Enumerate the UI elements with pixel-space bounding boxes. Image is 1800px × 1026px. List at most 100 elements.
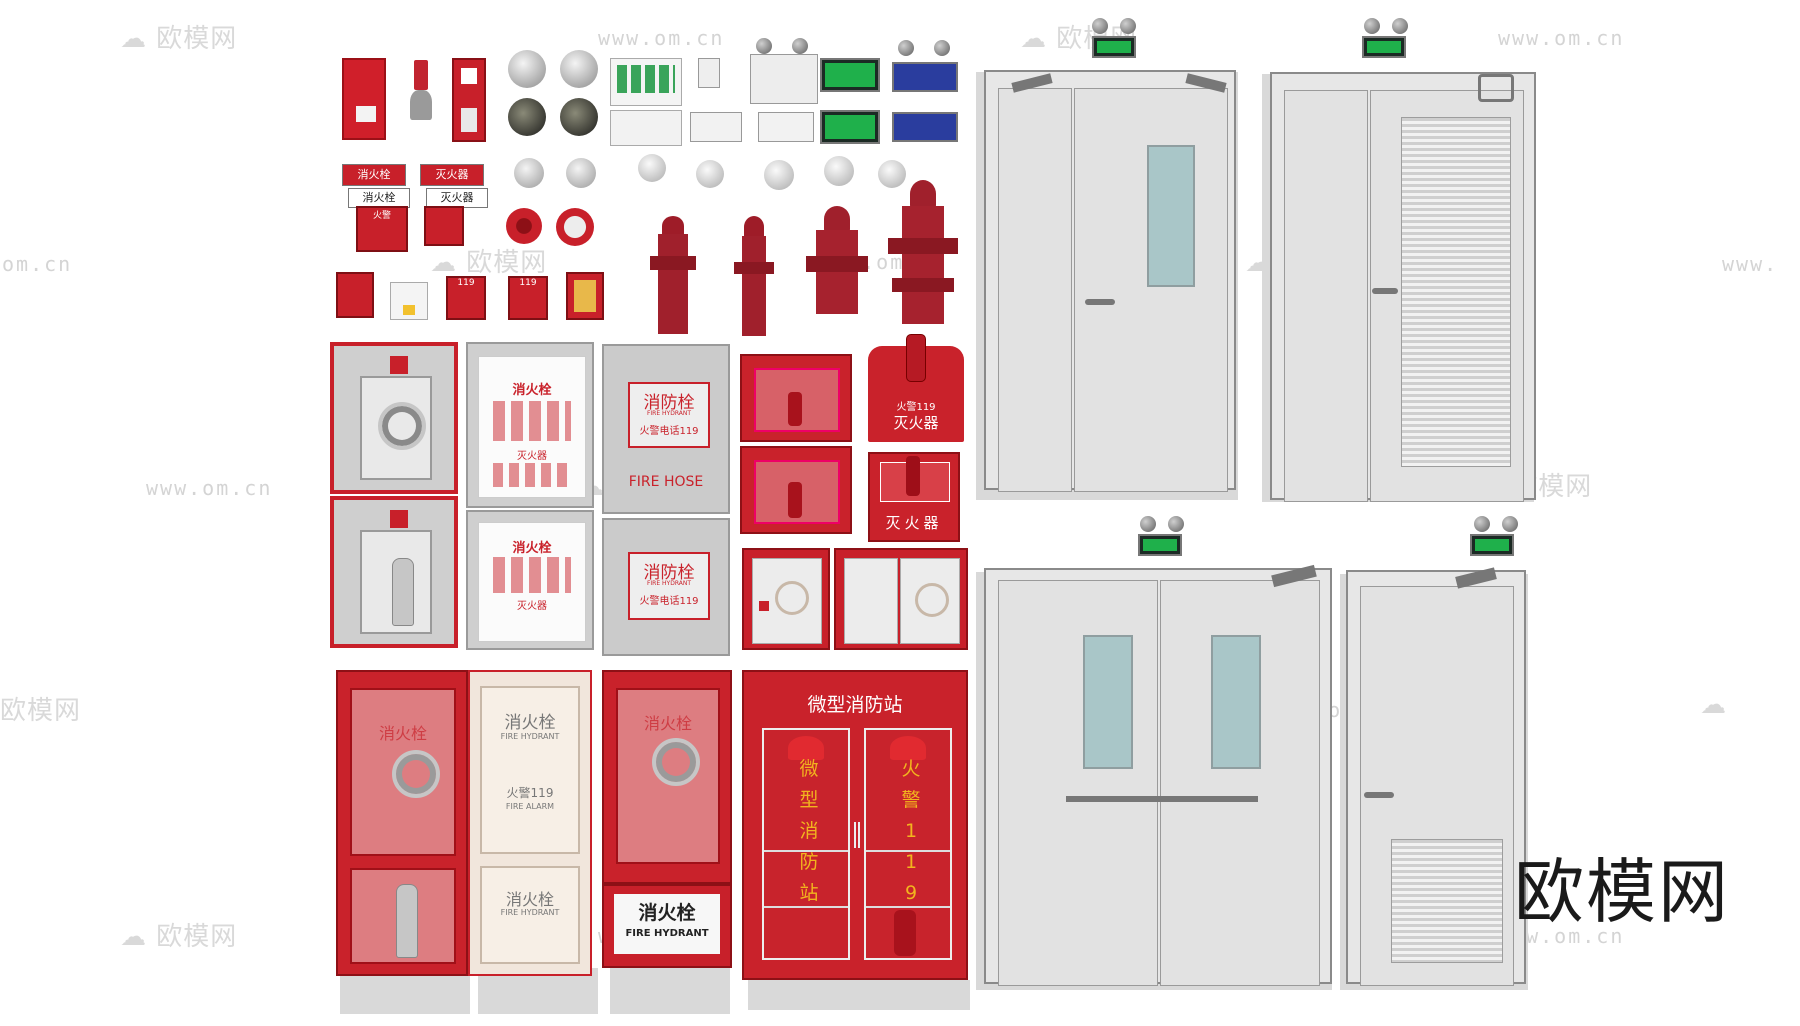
watermark-url-2: www.om.cn [1498,26,1625,50]
micro-station-title: 微型消防站 [807,694,903,716]
extinguisher-sign: 灭火器 [420,164,484,186]
extinguisher-box-title: 灭火器 [885,514,943,532]
alarm-bell-icon [556,208,594,246]
shadow [610,968,730,1014]
emergency-lamp-icon [756,38,772,54]
fire-hydrant-icon [650,216,696,340]
exit-sign-icon [1362,36,1406,58]
grey-hydrant-phone: 火警电话119 [639,426,699,437]
watermark-logo-icon: ☁ [1700,690,1727,720]
sprinkler-head [408,60,434,140]
alarm-panel [342,58,386,140]
extinguisher-stand: 火警119 灭火器 [868,334,964,442]
grey-hydrant-en: FIRE HYDRANT [646,410,692,417]
control-panel [610,58,682,106]
grey-hydrant-title: 消防栓 [643,393,695,413]
corner-brand: 欧模网 [1514,851,1730,933]
emergency-lamp-icon [1092,18,1108,34]
manual-call-point [452,58,486,142]
door-handle [1364,792,1394,798]
emergency-lamp-icon [1120,18,1136,34]
door-leaf-left [998,580,1158,986]
door-closer-icon [1478,74,1514,102]
door-window [1147,145,1195,287]
watermark-brand-3: ☁ 欧模网 [430,248,548,278]
micro-left-vertical: 微型消防站 [799,758,819,904]
warning-poster [566,272,604,320]
fire-hose-label: FIRE HOSE [628,474,704,490]
double-window-door [984,564,1332,986]
fire-hydrant-icon [734,216,774,340]
micro-fire-station: 微型消防站 微型消防站 火警119 [742,670,968,980]
watermark-logo-icon: ☁ [120,922,147,952]
door-leaf-left [998,88,1072,492]
emergency-lamp-icon [1392,18,1408,34]
tall-glass-alarm: FIRE ALARM [505,802,555,811]
watermark-logo-icon: ☁ [430,248,457,278]
hose-reel-box [742,548,830,650]
extinguisher-label-icon [390,510,408,528]
door-window [1083,635,1133,769]
control-panel-base [610,110,682,146]
door-leaf-right [1370,90,1524,502]
detector-dome [566,158,596,188]
blue-sign [892,112,958,142]
red-extinguisher-box [740,354,852,442]
alarm-button-box-2 [424,206,464,246]
detector-dome [878,160,906,188]
alarm-unit [336,272,374,318]
door-leaf [1360,586,1514,986]
watermark-brand-10: ☁ 欧模网 [120,922,238,952]
extinguisher-icon [894,910,916,956]
door-louver [1391,839,1503,963]
blue-sign [892,62,958,92]
extinguisher-stand-title: 灭火器 [893,414,939,432]
exit-sign-icon [1138,534,1182,556]
emergency-lamp-icon [1502,516,1518,532]
hydrant-sign: 消火栓 [342,164,406,186]
shadow [748,980,970,1010]
panic-bar [1066,796,1162,802]
door-handle [858,822,860,848]
bottom-box-en: FIRE HYDRANT [625,928,709,939]
emergency-lamp-icon [1140,516,1156,532]
tall-glass-title: 消火栓 [504,713,556,733]
watermark-brand-9: ☁ [1700,690,1727,720]
emergency-lamp-icon [792,38,808,54]
double-fire-door [984,70,1236,492]
double-louver-door [1270,72,1536,502]
alarm-bell-icon [506,208,542,244]
red-extinguisher-box [740,446,852,534]
door-leaf-right [1160,580,1320,986]
emergency-lamp-icon [1364,18,1380,34]
helmet-icon [890,736,926,760]
light-fixture-2 [758,112,814,142]
door-leaf-left [1284,90,1368,502]
exit-sign-icon [820,110,880,144]
tall-glass-hydrant-cabinet: 消火栓 FIRE HYDRANT 火警119 FIRE ALARM 消火栓 FI… [468,670,592,976]
watermark-brand-text: 欧模网 [156,24,238,54]
helmet-icon [788,736,824,760]
red-glass-hydrant-cabinet: 消火栓 [336,670,468,976]
red-glass-title: 消火栓 [378,724,427,743]
extinguisher-icon [906,456,920,496]
door-louver [1401,117,1511,467]
extinguisher-stand-phone: 火警119 [896,402,936,413]
watermark-brand-7: 欧模网 [0,696,82,726]
detector-dome [638,154,666,182]
emergency-lamp-icon [1474,516,1490,532]
grey-hose-cabinet [330,342,458,494]
hydrant-sign-white: 消火栓 [348,188,410,208]
hydrant-label-icon [390,356,408,374]
watermark-url-1: www.om.cn [598,26,725,50]
alarm-unit-phone: 119 [446,276,486,320]
tall-glass-phone: 火警119 [506,786,554,800]
poster-sub: 灭火器 [517,451,547,462]
smoke-detector-ball [508,50,546,88]
alarm-unit-phone-2: 119 [508,276,548,320]
grey-hydrant-cabinet: 消防栓 FIRE HYDRANT 火警电话119 FIRE HOSE [602,344,730,514]
grey-extinguisher-cabinet [330,496,458,648]
watermark-url-partial-left: om.cn [2,252,73,276]
emergency-lamp-icon [898,40,914,56]
exit-sign-icon [1470,534,1514,556]
